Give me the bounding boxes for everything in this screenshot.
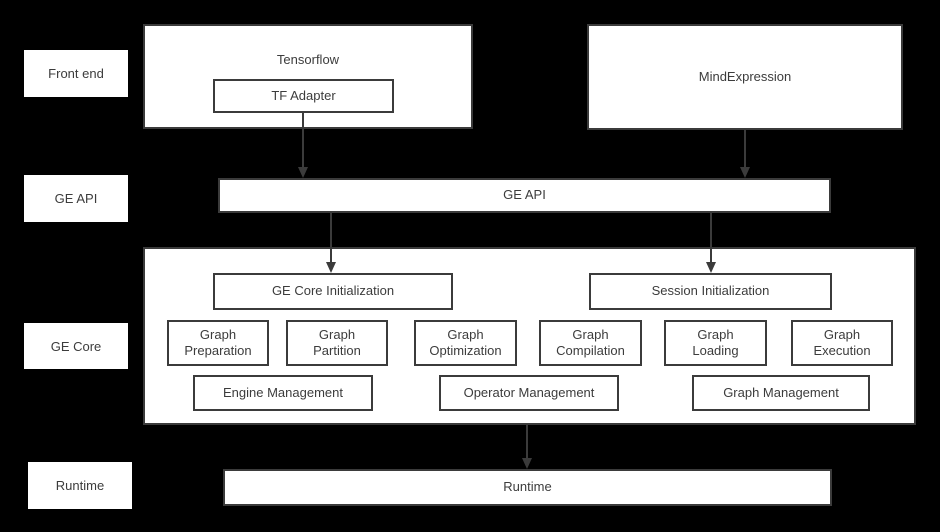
row-label-ge-core: GE Core xyxy=(24,323,128,369)
arrow-ge-api-to-session-initialization xyxy=(706,213,716,273)
graph-execution-box: Graph Execution xyxy=(791,320,893,366)
graph-partition-box: Graph Partition xyxy=(286,320,388,366)
session-initialization-box: Session Initialization xyxy=(589,273,832,310)
ge-core-initialization-box: GE Core Initialization xyxy=(213,273,453,310)
ge-core-box: GE Core Initialization Session Initializ… xyxy=(143,247,916,425)
graph-management-box: Graph Management xyxy=(692,375,870,411)
tensorflow-box: Tensorflow TF Adapter xyxy=(143,24,473,129)
row-label-ge-api: GE API xyxy=(24,175,128,222)
arrow-ge-api-to-ge-core-initialization xyxy=(326,213,336,273)
tf-adapter-box: TF Adapter xyxy=(213,79,394,113)
ge-api-bar: GE API xyxy=(218,178,831,213)
runtime-bar: Runtime xyxy=(223,469,832,506)
graph-loading-box: Graph Loading xyxy=(664,320,767,366)
operator-management-box: Operator Management xyxy=(439,375,619,411)
mindexpression-box: MindExpression xyxy=(587,24,903,130)
row-label-runtime: Runtime xyxy=(28,462,132,509)
engine-management-box: Engine Management xyxy=(193,375,373,411)
graph-preparation-box: Graph Preparation xyxy=(167,320,269,366)
arrow-tf-adapter-to-ge-api xyxy=(298,113,308,178)
graph-optimization-box: Graph Optimization xyxy=(414,320,517,366)
graph-compilation-box: Graph Compilation xyxy=(539,320,642,366)
arrow-ge-core-to-runtime xyxy=(522,425,532,469)
row-label-front-end: Front end xyxy=(24,50,128,97)
arrow-mindexpression-to-ge-api xyxy=(740,130,750,178)
tensorflow-label: Tensorflow xyxy=(276,52,340,67)
